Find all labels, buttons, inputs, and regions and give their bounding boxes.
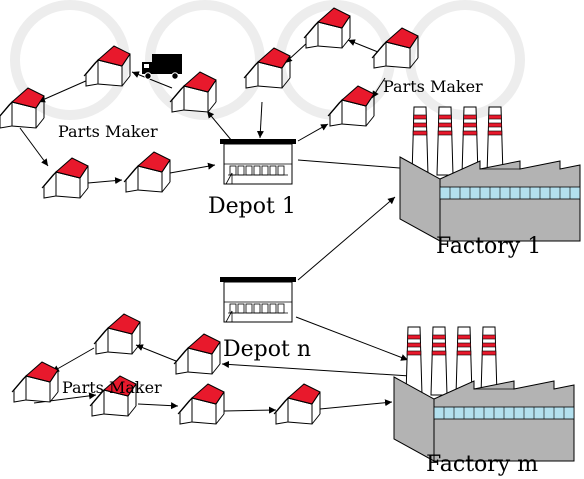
house-icon [42,158,88,198]
house-icon [178,384,224,424]
house-icon [94,314,140,354]
house-icon [174,334,220,374]
link-house-c-to-d [88,180,122,183]
parts-maker-label: Parts Maker [383,77,483,96]
link-house-g-to-f [285,42,308,63]
depot-icon [220,277,296,322]
link-house-n-to-o [224,410,276,411]
link-depotn-to-factorym [296,317,408,360]
house-icon [274,384,320,424]
link-house-f-to-depot1 [260,102,262,138]
link-factorym-to-depotn [222,364,410,376]
depot-1-label: Depot 1 [208,194,296,219]
link-depotn-to-factory1 [298,197,395,280]
link-house-o-to-factorym [320,402,392,409]
depot-n-label: Depot n [223,337,311,362]
parts-maker-label: Parts Maker [58,122,158,141]
link-house-a-to-b [38,80,88,102]
link-house-j-to-l [52,348,94,372]
link-house-h-to-g [348,40,378,52]
link-house-m-to-n [138,404,178,406]
factory-icon [400,107,580,241]
depot-icon [220,139,296,184]
house-icon [124,152,170,192]
factory-m-label: Factory m [426,452,538,477]
parts-maker-label: Parts Maker [62,378,162,397]
house-icon [12,362,58,402]
link-depot1-to-house-i [298,124,328,141]
link-house-b-to-c [20,128,48,166]
factory-icon [394,327,574,461]
link-depot1-to-factory1 [298,160,412,169]
link-house-k-to-j [136,345,176,361]
factory-1-label: Factory 1 [436,234,541,259]
link-house-d-to-depot1 [170,165,215,173]
